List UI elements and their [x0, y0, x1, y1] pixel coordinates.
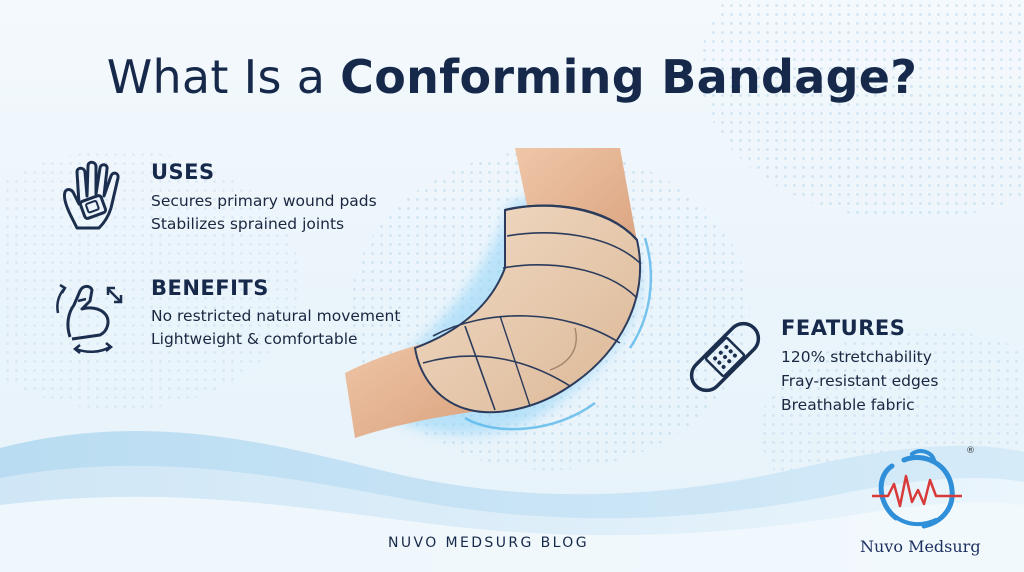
- page-title: What Is a Conforming Bandage?: [0, 50, 1024, 104]
- title-emphasis: Conforming Bandage?: [340, 50, 918, 104]
- registered-mark: ®: [966, 446, 975, 456]
- benefits-item: No restricted natural movement: [151, 307, 401, 325]
- bandaged-elbow-illustration: [345, 148, 653, 438]
- adhesive-bandage-icon: [689, 321, 761, 393]
- features-heading: FEATURES: [781, 316, 906, 340]
- features-item: Fray-resistant edges: [781, 372, 939, 390]
- uses-heading: USES: [151, 160, 215, 184]
- title-prefix: What Is a: [106, 50, 326, 104]
- benefits-item: Lightweight & comfortable: [151, 330, 358, 348]
- nuvo-medsurg-logo-icon: [872, 449, 962, 529]
- flexed-arm-icon: [56, 283, 123, 354]
- features-item: Breathable fabric: [781, 396, 915, 414]
- brand-name: Nuvo Medsurg: [860, 537, 981, 556]
- dot-pattern-left: [0, 150, 300, 410]
- blog-label: NUVO MEDSURG BLOG: [388, 535, 589, 551]
- hand-bandage-icon: [63, 160, 120, 230]
- uses-item: Stabilizes sprained joints: [151, 215, 345, 233]
- uses-item: Secures primary wound pads: [151, 192, 377, 210]
- benefits-heading: BENEFITS: [151, 276, 269, 300]
- features-item: 120% stretchability: [781, 348, 932, 366]
